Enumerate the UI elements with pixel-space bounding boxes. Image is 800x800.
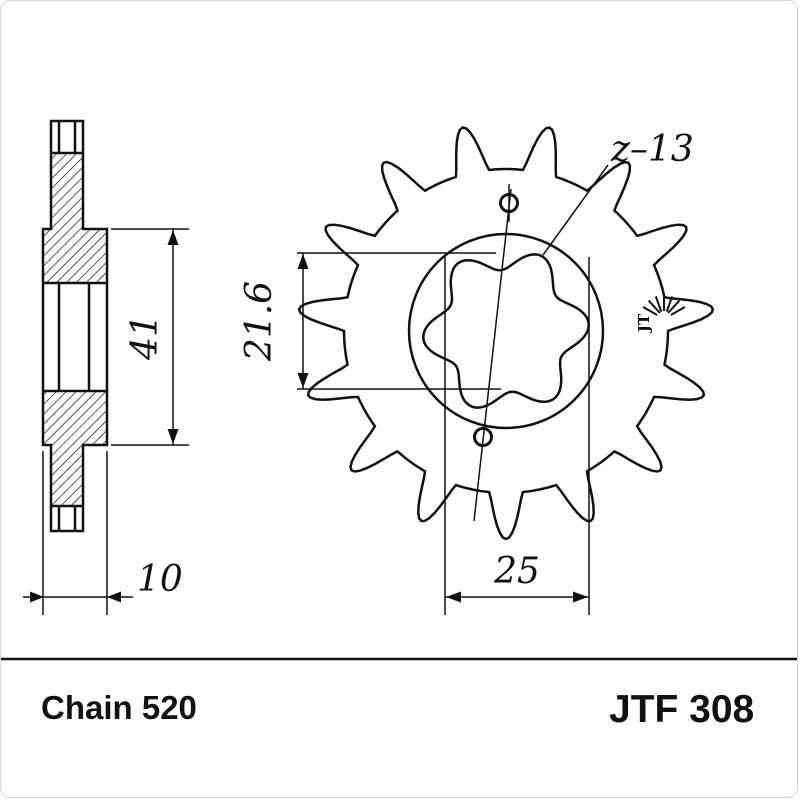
dimension-21-6-text: 21.6 [239, 281, 280, 362]
teeth-count-callout: z–13 [542, 129, 694, 256]
arrowhead-icon [297, 373, 309, 388]
jt-logo-text: JT [635, 313, 653, 334]
hatch-region-flange-upper [43, 229, 107, 283]
teeth-count-text: z–13 [610, 129, 694, 170]
sprocket-teeth-outline [297, 126, 715, 541]
caption-area: Chain 520 JTF 308 [1, 657, 797, 731]
hatch-region-bottom [51, 445, 83, 506]
hatch-region-top [51, 153, 83, 229]
sun-ray-icon [667, 299, 681, 314]
sun-ray-icon [654, 296, 663, 312]
section-outline [41, 119, 109, 533]
sun-ray-icon [642, 306, 658, 316]
dimension-21-6: 21.6 [239, 252, 501, 390]
leader-line [542, 164, 609, 256]
hatch-region-flange-lower [43, 391, 107, 445]
arrowhead-icon [167, 230, 179, 245]
part-number-label: JTF 308 [609, 688, 754, 731]
arrowhead-icon [573, 591, 588, 603]
dimension-10: 10 [23, 451, 183, 615]
dimension-41: 41 [111, 228, 189, 446]
sun-ray-icon [665, 296, 674, 312]
chain-size-label: Chain 520 [41, 689, 197, 726]
hole-axis-line [473, 188, 512, 522]
dimension-10-text: 10 [137, 559, 183, 600]
jt-logo: JT [635, 295, 686, 334]
cross-section-view [41, 119, 109, 533]
arrowhead-icon [297, 254, 309, 269]
arrowhead-icon [167, 429, 179, 444]
arrowhead-icon [30, 591, 44, 603]
arrowhead-icon [446, 591, 461, 603]
dimension-25-text: 25 [493, 551, 540, 592]
sun-ray-icon [670, 306, 686, 316]
sun-ray-icon [647, 299, 661, 314]
spline-bore-outline [422, 253, 590, 409]
dimension-25: 25 [444, 257, 590, 615]
arrowhead-icon [107, 591, 121, 603]
front-view [297, 126, 715, 541]
dimension-41-text: 41 [125, 314, 166, 361]
